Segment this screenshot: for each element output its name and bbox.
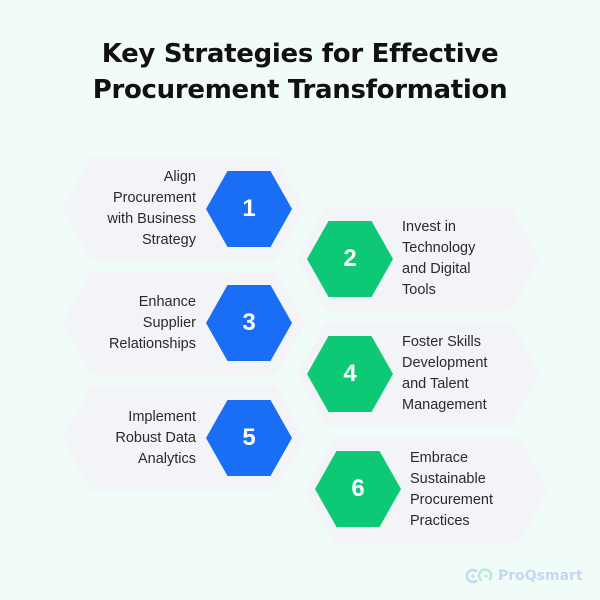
step-badge-6: 6 bbox=[315, 451, 401, 527]
step-label-3: Enhance Supplier Relationships bbox=[108, 293, 196, 352]
step-label-4: Foster Skills Development and Talent Man… bbox=[402, 334, 488, 413]
brand-logo: ProQsmart bbox=[466, 568, 583, 584]
title-line-1: Key Strategies for Effective bbox=[101, 39, 499, 69]
step-label-6: Embrace Sustainable Procurement Practice… bbox=[410, 450, 494, 529]
step-badge-4: 4 bbox=[307, 336, 393, 412]
page-title: Key Strategies for Effective Procurement… bbox=[0, 36, 600, 108]
title-line-2: Procurement Transformation bbox=[92, 75, 508, 105]
step-badge-2: 2 bbox=[307, 221, 393, 297]
step-label-2: Invest in Technology and Digital Tools bbox=[402, 219, 476, 298]
brand-name: ProQsmart bbox=[498, 568, 583, 584]
step-badge-3: 3 bbox=[206, 285, 292, 361]
proqsmart-logo-icon bbox=[466, 568, 493, 584]
step-label-5: Implement Robust Data Analytics bbox=[115, 408, 196, 467]
step-label-1: Align Procurement with Business Strategy bbox=[107, 169, 196, 248]
